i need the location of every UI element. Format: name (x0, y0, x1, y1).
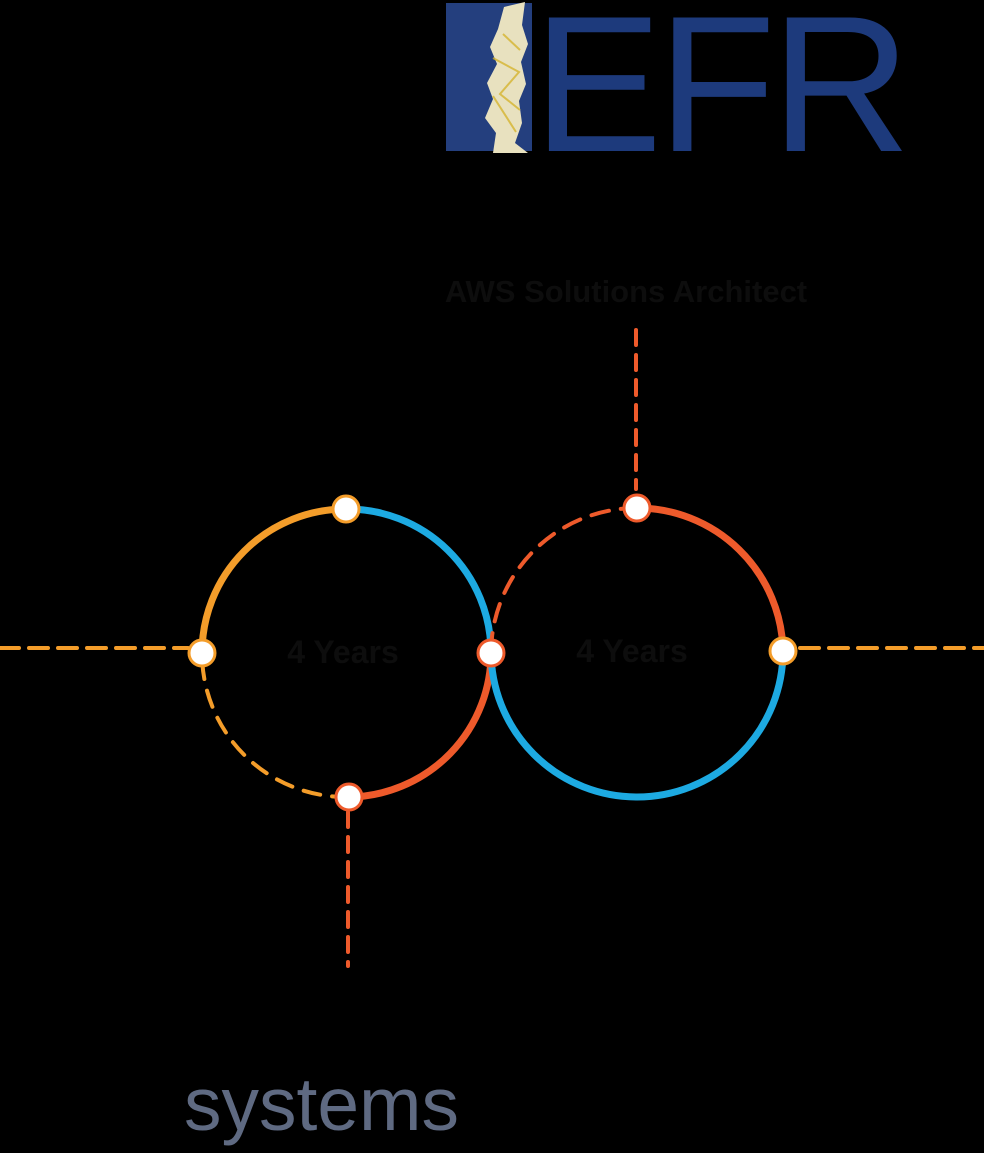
left-side-node (187, 638, 217, 668)
right-ring-blue-arc (487, 647, 787, 801)
logo-map-lines (492, 33, 521, 133)
logo-map-shape (485, 2, 528, 153)
left-ring-red-arc (345, 647, 495, 801)
logo-text: EFR (533, 0, 906, 193)
left-ring-dashed-arc (200, 651, 351, 800)
right-ring-dashed-arc (489, 506, 639, 653)
left-top-node (331, 494, 361, 524)
right-duration-label: 4 Years (576, 633, 688, 669)
top-role-label: AWS Solutions Architect (445, 274, 807, 309)
center-junction-node (476, 638, 506, 668)
left-ring-blue-arc (342, 505, 495, 655)
right-side-node (768, 636, 798, 666)
right-ring-red-arc (633, 504, 787, 655)
bottom-word: systems (184, 1062, 459, 1146)
left-bottom-node (334, 782, 364, 812)
right-top-node (622, 493, 652, 523)
logo: EFR (446, 0, 911, 193)
left-duration-label: 4 Years (287, 634, 399, 670)
left-ring-orange-arc (198, 505, 350, 657)
